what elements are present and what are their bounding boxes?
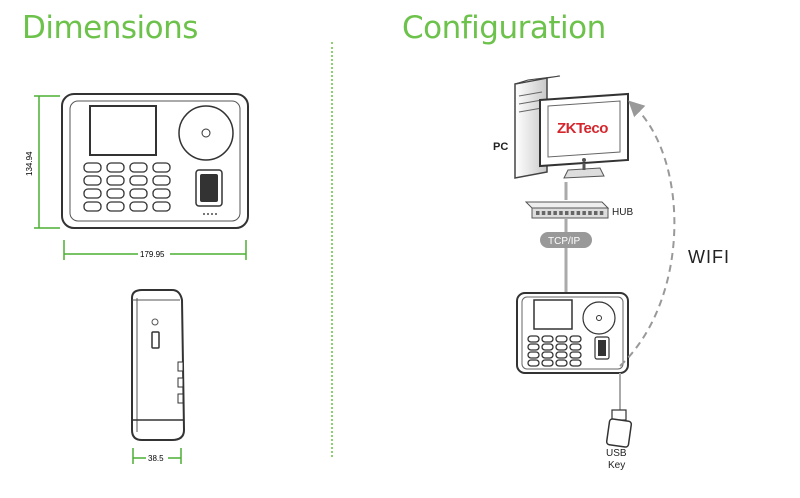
keypad-key xyxy=(83,162,102,173)
keypad-key xyxy=(569,335,582,343)
keypad-key xyxy=(129,201,148,212)
hub-port xyxy=(570,211,575,215)
wifi-label: WIFI xyxy=(688,247,730,267)
keypad-key xyxy=(152,201,171,212)
keypad-key xyxy=(527,335,540,343)
keypad xyxy=(83,162,171,212)
hub-icon xyxy=(524,201,610,219)
dimensions-title: Dimensions xyxy=(22,10,198,46)
keypad-key xyxy=(83,188,102,199)
zkteco-logo: ZKTeco xyxy=(557,120,608,137)
wifi-dashed-arrow xyxy=(619,100,676,367)
tcpip-badge xyxy=(540,232,592,248)
depth-value: 38.5 xyxy=(148,454,164,463)
usb-label-1: USB xyxy=(606,448,627,459)
monitor-icon xyxy=(539,92,629,179)
hub-port xyxy=(536,211,540,215)
keypad-key xyxy=(569,351,582,359)
keypad-key xyxy=(129,188,148,199)
hub-port xyxy=(576,211,581,215)
keypad-key xyxy=(106,188,125,199)
keypad-key xyxy=(527,351,540,359)
pc-label: PC xyxy=(493,141,508,153)
terminal-icon xyxy=(516,292,629,374)
keypad-key xyxy=(555,335,568,343)
hub-port xyxy=(588,211,592,215)
keypad-key xyxy=(152,175,171,186)
hub-port xyxy=(599,211,604,215)
tcpip-label: TCP/IP xyxy=(548,236,581,247)
keypad-key xyxy=(152,188,171,199)
usb-label-2: Key xyxy=(608,460,625,471)
hub-label: HUB xyxy=(612,207,633,218)
keypad-key xyxy=(106,201,125,212)
usb-key-icon xyxy=(605,409,633,448)
keypad-key xyxy=(555,351,568,359)
hub-port xyxy=(547,211,552,215)
keypad-key xyxy=(569,359,582,367)
keypad-key xyxy=(541,359,554,367)
hub-port xyxy=(582,211,586,215)
keypad-key xyxy=(555,343,568,351)
keypad-key xyxy=(83,201,102,212)
keypad-key xyxy=(129,162,148,173)
width-value: 179.95 xyxy=(140,250,165,259)
height-dimension xyxy=(34,95,60,229)
keypad-key xyxy=(106,175,125,186)
keypad-key xyxy=(106,162,125,173)
hub-port xyxy=(559,211,563,215)
keypad-key xyxy=(541,343,554,351)
keypad-key xyxy=(541,351,554,359)
keypad-key xyxy=(152,162,171,173)
keypad-key xyxy=(527,343,540,351)
hub-port xyxy=(565,211,569,215)
device-front-view xyxy=(61,93,249,229)
hub-port xyxy=(553,211,557,215)
status-leds xyxy=(203,213,217,215)
hub-port xyxy=(541,211,546,215)
keypad-key xyxy=(129,175,148,186)
keypad-key xyxy=(83,175,102,186)
configuration-title: Configuration xyxy=(402,10,606,46)
height-value: 134.94 xyxy=(25,151,34,176)
keypad-key xyxy=(569,343,582,351)
device-side-view xyxy=(131,289,186,441)
keypad-key xyxy=(541,335,554,343)
keypad-key xyxy=(527,359,540,367)
section-divider xyxy=(331,42,333,457)
hub-port xyxy=(594,211,598,215)
keypad-key xyxy=(555,359,568,367)
